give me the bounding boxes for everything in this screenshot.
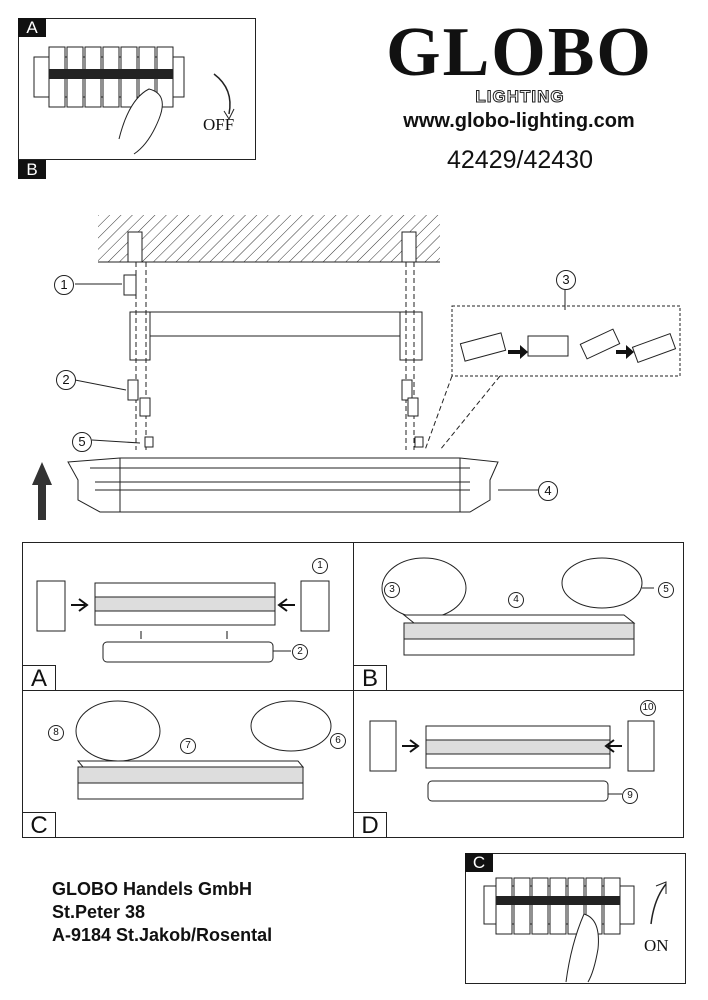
breaker-on-illustration [483,877,667,983]
panel-b-illustration [381,557,654,656]
panel-c-label: C [22,812,56,839]
switch-on-text: ON [644,936,669,955]
panel-d-label: D [353,812,387,839]
callout-2: 2 [56,370,76,390]
panel-a-label: A [22,665,56,692]
panel-d-illustration [369,720,655,802]
brand-logo: GLOBO [386,14,653,91]
panel-b-callout-3: 3 [384,582,400,598]
panel-b-label: B [353,665,387,692]
brand-sub-logo: LIGHTING [475,87,565,107]
website-url: www.globo-lighting.com [403,110,635,132]
switch-off-text: OFF [203,115,235,134]
panel-a-callout-2: 2 [292,644,308,660]
callout-3: 3 [556,270,576,290]
breaker-off-illustration [33,46,235,155]
step-a-label: A [18,18,46,37]
model-numbers: 42429/42430 [447,146,593,174]
panel-d-callout-10: 10 [640,700,656,716]
ceiling [98,215,440,262]
callout-5: 5 [72,432,92,452]
company-city: A-9184 St.Jakob/Rosental [52,925,273,945]
panel-b-callout-5: 5 [658,582,674,598]
step-c-label: C [465,853,493,872]
callout-4: 4 [538,481,558,501]
panel-c-callout-6: 6 [330,733,346,749]
panel-a-illustration [36,580,330,663]
callout-1: 1 [54,275,74,295]
step-b-label: B [18,160,46,179]
panel-c-callout-8: 8 [48,725,64,741]
step-a-switch-off-box: A OFF [18,18,256,160]
company-street: St.Peter 38 [52,902,146,922]
panel-c-illustration [75,700,332,800]
panel-c-callout-7: 7 [180,738,196,754]
company-name: GLOBO Handels GmbH [52,879,253,899]
panel-d-callout-9: 9 [622,788,638,804]
panel-b-callout-4: 4 [508,592,524,608]
main-installation-diagram [32,215,681,520]
panel-a-callout-1: 1 [312,558,328,574]
step-c-switch-on-box: C ON [465,853,686,984]
lift-up-arrow-icon [32,462,52,520]
company-address: GLOBO Handels GmbH St.Peter 38 A-9184 St… [52,878,272,947]
